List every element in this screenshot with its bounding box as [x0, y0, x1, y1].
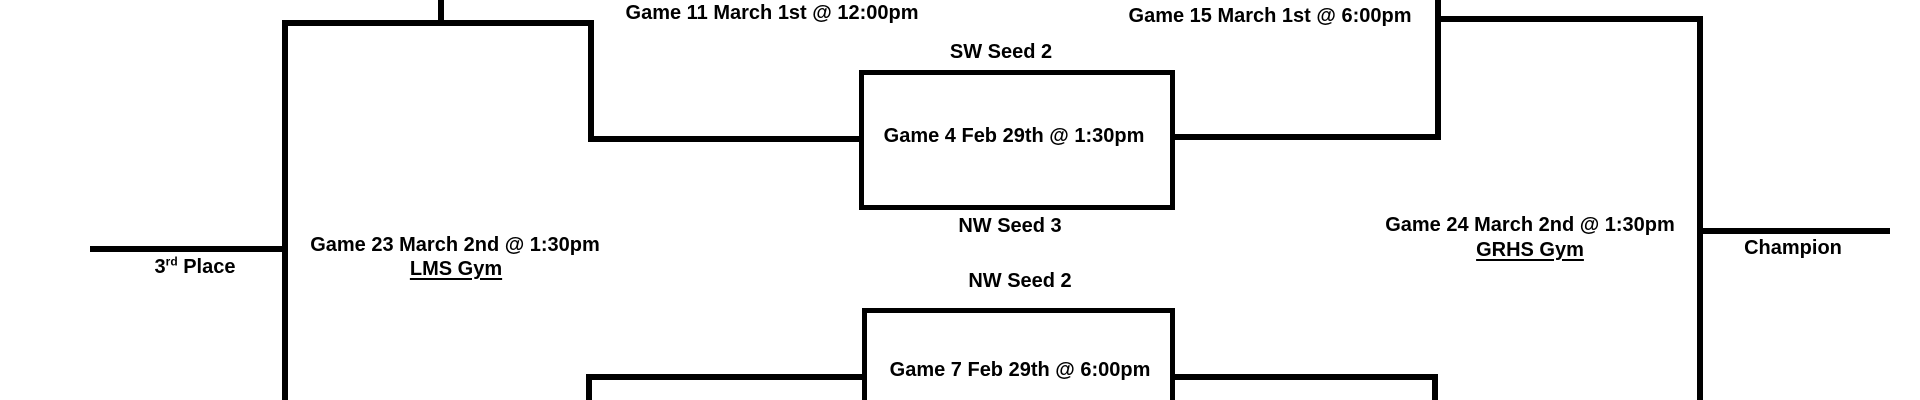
bracket-line-game7-right-connector — [1172, 374, 1438, 380]
game23-label: Game 23 March 2nd @ 1:30pm — [310, 234, 600, 256]
game24-venue-label: GRHS Gym — [1476, 239, 1584, 261]
game15-label: Game 15 March 1st @ 6:00pm — [1128, 5, 1412, 27]
game7-box — [862, 308, 1175, 400]
third-place-ordinal: rd — [165, 254, 178, 269]
bracket-line-game7-left-feeder — [586, 374, 866, 380]
bracket-line-game15-vertical — [1435, 0, 1441, 140]
game23-venue-label: LMS Gym — [409, 258, 503, 280]
game7-label: Game 7 Feb 29th @ 6:00pm — [889, 359, 1151, 381]
third-place-number: 3 — [154, 256, 166, 278]
game4-label: Game 4 Feb 29th @ 1:30pm — [883, 125, 1145, 147]
bracket-line-left-vertical — [282, 20, 288, 400]
third-place-label: 3rd Place — [154, 254, 236, 278]
game4-box — [859, 70, 1175, 210]
game24-label: Game 24 March 2nd @ 1:30pm — [1385, 214, 1675, 236]
game11-label: Game 11 March 1st @ 12:00pm — [625, 2, 919, 24]
game7-seed-above-label: NW Seed 2 — [968, 270, 1072, 292]
bracket-line-game4-right-connector — [1172, 134, 1438, 140]
bracket-line-third-place — [90, 246, 288, 252]
bracket-line-game4-left-feeder — [588, 136, 865, 142]
bracket-line-semifinal-out-horizontal — [1435, 16, 1703, 22]
bracket-line-game7-out-vertical — [1432, 374, 1438, 400]
third-place-text: Place — [183, 256, 236, 278]
bracket-line-final-vertical — [1697, 16, 1703, 400]
champion-label: Champion — [1744, 237, 1842, 259]
game4-seed-below-label: NW Seed 3 — [958, 215, 1062, 237]
bracket-line-champion — [1697, 228, 1890, 234]
bracket-line-game11-stub — [438, 0, 444, 26]
bracket-line-game7-left-vertical — [586, 374, 592, 400]
game4-seed-above-label: SW Seed 2 — [949, 41, 1053, 63]
bracket-line-game11-to-game4-vertical — [588, 20, 594, 142]
